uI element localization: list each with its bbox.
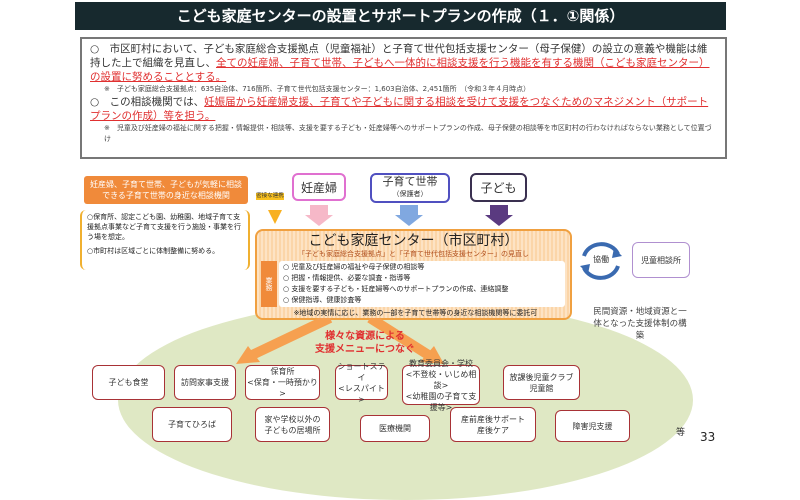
etc-label: 等 [676,428,686,438]
link-label: 密接な連携 [256,193,284,200]
menu-item: 放課後児童クラブ児童館 [503,365,580,400]
arrow-down-icon [305,215,333,226]
nearby-consult-box: 妊産婦、子育て世帯、子どもが気軽に相談できる子育て世帯の身近な相談機関 [84,176,248,204]
menu-item: 子育てひろば [152,407,232,442]
target-household: 子育て世帯 （保護者） [370,173,450,203]
menu-item: 訪問家事支援 [174,365,236,400]
menu-item: 子ども食堂 [92,365,165,400]
intro-box: ○ 市区町村において、子ども家庭総合支援拠点（児童福祉）と子育て世代包括支援セン… [80,37,727,159]
facility-item: ○市町村は区域ごとに体制整備に努める。 [87,247,220,255]
menu-item-line: 産後ケア [477,425,509,435]
menu-item: 産前産後サポート産後ケア [450,407,536,442]
center-subtitle: 「子ども家庭総合支援拠点」と「子育て世代包括支援センター」の見直し [298,250,529,258]
menu-item-line: 保育所 [270,367,295,376]
menu-item: 家や学校以外の子どもの居場所 [255,407,330,442]
cycle-arrows-icon [580,242,622,280]
center-footnote: ※地域の実情に応じ、業務の一部を子育て世帯等の身近な相談機関等に委託可 [293,309,538,317]
page-number: 33 [700,430,716,444]
arrow-down-icon [310,205,328,215]
menu-item-line: <保育・一時預かり> [247,378,318,398]
arrow-down-icon [268,210,282,224]
menu-item-line: 子育てひろば [168,420,216,429]
menu-item: ショートステイ<レスパイト> [335,362,388,404]
menu-item-line: 児童館 [529,383,554,393]
menu-item-line: 訪問家事支援 [181,378,229,387]
menu-item-line: 家や学校以外の [264,414,321,424]
note2: ※ 児童及び妊産婦の福祉に関する把握・情報提供・相談等、支援を要する子ども・妊産… [104,124,712,143]
para1-text: ○ 市区町村において、子ども家庭総合支援拠点（児童福祉）と子育て世代包括支援セン… [90,43,708,69]
target-sub: （保護者） [392,190,428,198]
para2-highlight: 妊娠届から妊産婦支援、子育てや子どもに関する相談を受けて支援をつなぐためのマネジ… [90,96,709,122]
menu-item: 教育委員会・学校<不登校・いじめ相談><幼稚園の子育て支援等> [402,359,480,412]
connect-line: 様々な資源による [325,331,405,342]
target-pregnant: 妊産婦 [292,173,346,201]
menu-item-line: 子ども食堂 [108,378,149,387]
note1: ※ 子ども家庭総合支援拠点：635自治体、716箇所、子育て世代包括支援センター… [104,85,531,93]
para2-text: ○ この相談機関では、 [90,96,205,108]
target-label: 子ども [480,181,517,195]
menu-item: 障害児支援 [555,410,630,442]
cooperation-label: 協働 [593,255,609,264]
menu-item-line: <不登校・いじめ相談> [405,369,477,390]
target-label: 子育て世帯 [382,175,438,188]
connect-text: 様々な資源による 支援メニューにつなぐ [300,330,430,356]
regional-text: 民間資源・地域資源と一体となった支援体制の構築 [593,307,687,341]
target-label: 妊産婦 [300,180,337,195]
arrow-down-icon [400,205,418,215]
arrow-down-icon [490,205,508,215]
duty-item: ○ 保健指導、健康診査等 [283,296,362,304]
menu-item: 医療機関 [360,415,430,442]
arrow-down-icon [485,215,513,226]
center-title: こども家庭センター（市区町村） [308,233,519,249]
branch-arrows-icon [236,318,444,364]
menu-item-line: 子どもの居場所 [264,425,321,435]
menu-item-line: 産前産後サポート [461,414,525,424]
menu-item-line: 教育委員会・学校 [409,358,473,368]
duties-label: 業務 [261,261,277,307]
menu-item-line: <幼稚園の子育て支援等> [405,391,477,412]
slide-title: こども家庭センターの設置とサポートプランの作成（１．①関係） [75,2,726,30]
arrow-down-icon [395,215,423,226]
para1-highlight: 全ての妊産婦、子育て世帯、子どもへ一体的に相談支援を行う機能を有する機関（こども… [90,57,710,83]
connect-line: 支援メニューにつなぐ [315,344,415,355]
menu-item-line: ショートステイ [337,361,386,382]
jidou-label: 児童相談所 [641,255,681,265]
duties-list: ○ 児童及び妊産婦の福祉や母子保健の相談等 ○ 把握・情報提供、必要な調査・指導… [279,261,565,307]
child-guidance-center: 児童相談所 [632,242,690,278]
menu-item-line: 放課後児童クラブ [509,372,574,382]
facility-list: ○保育所、認定こども園、幼稚園、地域子育て支援拠点事業など子育て支援を行う施設・… [80,210,250,270]
menu-item-line: 障害児支援 [572,421,613,431]
menu-item: 保育所 <保育・一時預かり> [245,365,320,400]
kodomo-center-box: こども家庭センター（市区町村） 「子ども家庭総合支援拠点」と「子育て世代包括支援… [255,229,572,320]
duty-item: ○ 支援を要する子ども・妊産婦等へのサポートプランの作成、連絡調整 [283,285,509,293]
facility-item: ○保育所、認定こども園、幼稚園、地域子育て支援拠点事業など子育て支援を行う施設・… [87,213,241,241]
duty-item: ○ 把握・情報提供、必要な調査・指導等 [283,274,411,282]
menu-item-line: 医療機関 [379,424,411,433]
menu-item-line: <レスパイト> [338,383,385,404]
target-child: 子ども [470,173,527,202]
duty-item: ○ 児童及び妊産婦の福祉や母子保健の相談等 [283,263,425,271]
